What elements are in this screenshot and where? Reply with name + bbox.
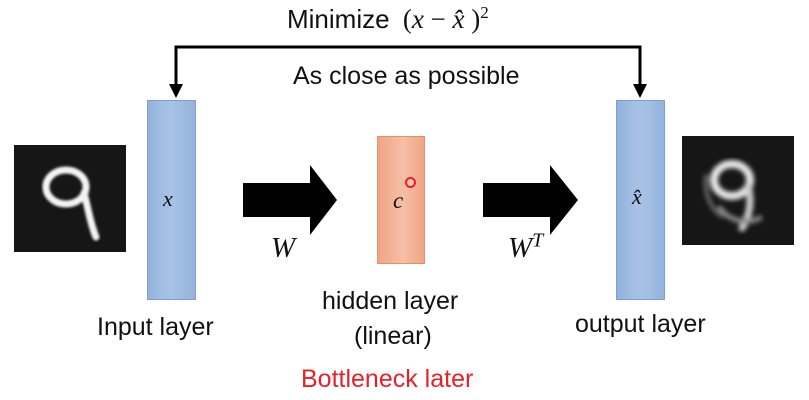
input-layer-bar bbox=[147, 100, 196, 300]
minimize-formula: (x − x̂ )2 bbox=[403, 4, 489, 34]
hidden-layer-bar bbox=[377, 136, 425, 264]
digit-nine-icon bbox=[42, 166, 100, 241]
encoder-weight-label: W bbox=[271, 232, 296, 264]
output-layer-bar bbox=[616, 100, 665, 300]
decoder-weight-transpose: T bbox=[532, 229, 544, 252]
hidden-symbol: c bbox=[393, 188, 404, 213]
formula-close-paren: ) bbox=[471, 4, 481, 34]
input-digit-image bbox=[14, 145, 126, 252]
decoder-weight-label: WT bbox=[508, 229, 544, 265]
decoder-weight-base: W bbox=[508, 232, 533, 264]
reconstructed-digit-nine-icon bbox=[703, 160, 763, 232]
formula-exponent: 2 bbox=[480, 3, 489, 22]
output-digit-image bbox=[682, 136, 794, 245]
formula-xhat: x̂ bbox=[452, 4, 465, 34]
arrowhead-to-output bbox=[633, 84, 647, 98]
encoder-arrow bbox=[243, 165, 337, 235]
formula-minus: − bbox=[430, 4, 446, 34]
feedback-loop-line bbox=[174, 45, 642, 88]
hidden-dot bbox=[405, 177, 416, 188]
output-layer-label: output layer bbox=[575, 310, 706, 338]
objective-subtitle: As close as possible bbox=[293, 62, 520, 90]
formula-open-paren: ( bbox=[402, 4, 412, 34]
output-symbol: x̂ bbox=[632, 184, 642, 209]
hidden-layer-label: hidden layer bbox=[322, 287, 459, 315]
input-symbol: x bbox=[163, 186, 173, 211]
bottleneck-note: Bottleneck later bbox=[301, 365, 474, 393]
arrowhead-to-input bbox=[169, 84, 183, 98]
formula-x: x bbox=[411, 4, 424, 34]
objective-title: Minimize (x − x̂ )2 bbox=[287, 4, 489, 35]
decoder-arrow bbox=[483, 165, 578, 235]
input-layer-label: Input layer bbox=[97, 313, 214, 341]
hidden-layer-type: (linear) bbox=[354, 322, 432, 350]
minimize-label: Minimize bbox=[287, 4, 390, 34]
